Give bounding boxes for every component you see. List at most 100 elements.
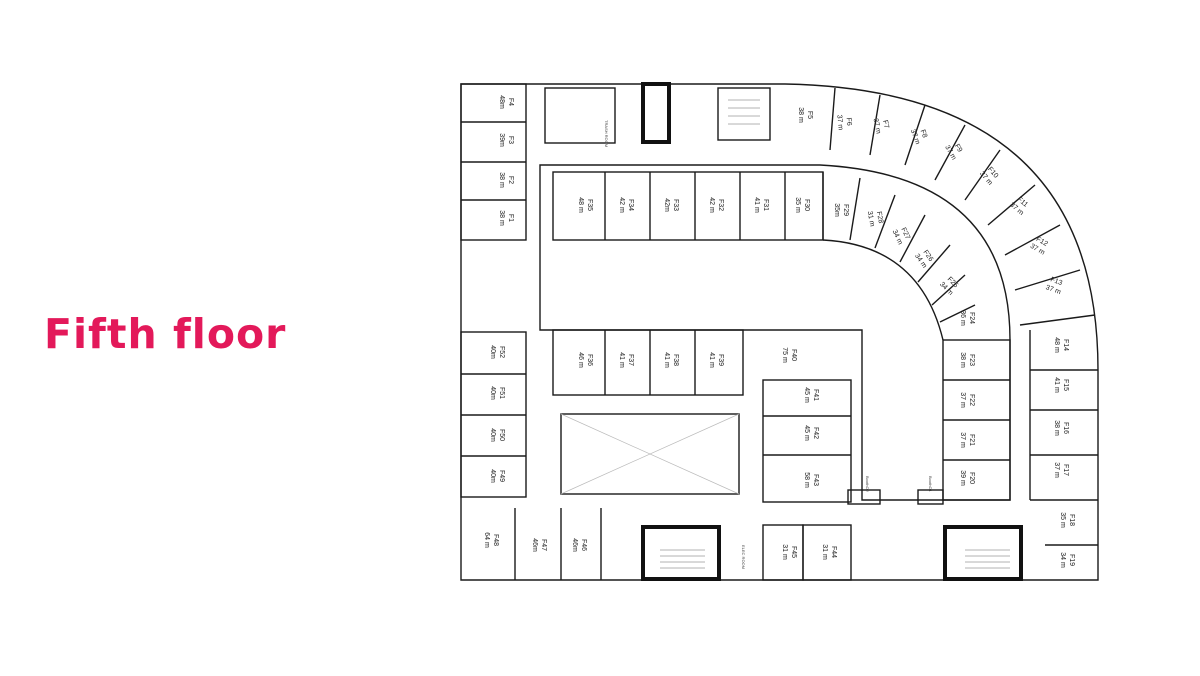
unit-name: F43 xyxy=(812,474,819,486)
unit-name: F28 xyxy=(875,211,884,224)
unit-name: F17 xyxy=(1062,464,1069,476)
unit-area: 41 m xyxy=(618,352,625,368)
unit-name: F9 xyxy=(953,143,963,154)
booth-2 xyxy=(847,489,881,505)
unit-name: F47 xyxy=(540,539,547,551)
unit-area: 41 m xyxy=(753,197,760,213)
unit-name: F32 xyxy=(717,199,724,211)
unit-label-f13: F1337 m xyxy=(1045,276,1065,296)
unit-label-f5: F538 m xyxy=(797,107,813,123)
unit-area: 42m xyxy=(663,198,670,212)
unit-label-f29: F2935m xyxy=(833,203,849,217)
unit-name: F16 xyxy=(1062,422,1069,434)
unit-label-f12: F1237 m xyxy=(1029,235,1051,257)
unit-area: 37 m xyxy=(872,118,882,135)
unit-area: 31 m xyxy=(781,544,788,560)
page-title: Fifth floor xyxy=(44,310,287,358)
unit-name: F40 xyxy=(790,349,797,361)
unit-name: F2 xyxy=(507,176,514,184)
unit-label-f46: F4646m xyxy=(571,538,587,552)
unit-label-f35: F3548 m xyxy=(577,197,593,213)
unit-area: 31 m xyxy=(866,211,876,228)
unit-area: 38 m xyxy=(959,352,966,368)
unit-label-f34: F3442 m xyxy=(618,197,634,213)
unit-area: 46m xyxy=(531,538,538,552)
unit-name: F4 xyxy=(507,98,514,106)
unit-label-f10: F1037 m xyxy=(978,165,1000,187)
unit-area: 75 m xyxy=(781,347,788,363)
unit-name: F30 xyxy=(803,199,810,211)
shaft-top xyxy=(641,82,671,144)
unit-label-f31: F3141 m xyxy=(753,197,769,213)
unit-name: F46 xyxy=(580,539,587,551)
unit-area: 48m xyxy=(498,95,505,109)
unit-area: 38 m xyxy=(498,210,505,226)
unit-name: F22 xyxy=(968,394,975,406)
unit-label-f16: F1638 m xyxy=(1053,420,1069,436)
inner-radial-walls xyxy=(822,172,976,341)
unit-label-f14: F1448 m xyxy=(1053,337,1069,353)
unit-name: F39 xyxy=(717,354,724,366)
unit-label-f50: F5040m xyxy=(489,428,505,442)
unit-name: F14 xyxy=(1062,339,1069,351)
unit-label-f3: F339m xyxy=(498,133,514,147)
outer-radial-walls xyxy=(829,87,1096,326)
unit-label-f30: F3035 m xyxy=(794,197,810,213)
unit-name: F45 xyxy=(790,546,797,558)
unit-label-f22: F2237 m xyxy=(959,392,975,408)
unit-label-f48: F4864 m xyxy=(483,532,499,548)
service-rooms xyxy=(544,87,616,144)
unit-label-f25: F2534 m xyxy=(938,275,960,297)
unit-name: F44 xyxy=(830,546,837,558)
unit-label-f36: F3646 m xyxy=(577,352,593,368)
unit-label-f43: F4358 m xyxy=(803,472,819,488)
unit-area: 42 m xyxy=(708,197,715,213)
unit-label-f37: F3741 m xyxy=(618,352,634,368)
unit-name: F38 xyxy=(672,354,679,366)
unit-name: F18 xyxy=(1068,514,1075,526)
unit-area: 46m xyxy=(571,538,578,552)
unit-label-f24: F2436 m xyxy=(959,310,975,326)
unit-label-f4: F448m xyxy=(498,95,514,109)
unit-name: F36 xyxy=(586,354,593,366)
unit-label-f49: F4940m xyxy=(489,469,505,483)
unit-name: F7 xyxy=(881,120,890,130)
unit-area: 40m xyxy=(489,469,496,483)
unit-name: F42 xyxy=(812,427,819,439)
unit-name: F49 xyxy=(498,470,505,482)
unit-label-f1: F138 m xyxy=(498,210,514,226)
unit-label-f39: F3941 m xyxy=(708,352,724,368)
unit-area: 38 m xyxy=(1053,420,1060,436)
unit-label-f21: F2137 m xyxy=(959,432,975,448)
unit-area: 37 m xyxy=(959,432,966,448)
unit-label-f6: F637 m xyxy=(835,114,852,131)
unit-name: F51 xyxy=(498,387,505,399)
unit-label-f20: F2039 m xyxy=(959,470,975,486)
booth-1 xyxy=(917,489,944,505)
booth-2-label: BoothO2 xyxy=(865,476,870,493)
unit-label-f27: F2734 m xyxy=(891,225,912,246)
unit-name: F33 xyxy=(672,199,679,211)
unit-area: 37 m xyxy=(1053,462,1060,478)
courtyard-outline xyxy=(539,164,1011,501)
unit-name: F23 xyxy=(968,354,975,366)
unit-label-f33: F3342m xyxy=(663,198,679,212)
unit-area: 35 m xyxy=(1059,512,1066,528)
unit-area: 31 m xyxy=(821,544,828,560)
unit-label-f18: F1835 m xyxy=(1059,512,1075,528)
unit-area: 39m xyxy=(498,133,505,147)
unit-name: F35 xyxy=(586,199,593,211)
unit-label-f40: F4075 m xyxy=(781,347,797,363)
unit-name: F41 xyxy=(812,389,819,401)
unit-name: F15 xyxy=(1062,379,1069,391)
unit-area: 48 m xyxy=(577,197,584,213)
unit-area: 37 m xyxy=(959,392,966,408)
unit-label-f42: F4245 m xyxy=(803,425,819,441)
unit-label-f11: F1137 m xyxy=(1008,195,1030,217)
building-outline xyxy=(460,83,1099,581)
unit-area: 40m xyxy=(489,428,496,442)
unit-label-f45: F4531 m xyxy=(781,544,797,560)
unit-area: 58 m xyxy=(803,472,810,488)
unit-area: 40m xyxy=(489,386,496,400)
